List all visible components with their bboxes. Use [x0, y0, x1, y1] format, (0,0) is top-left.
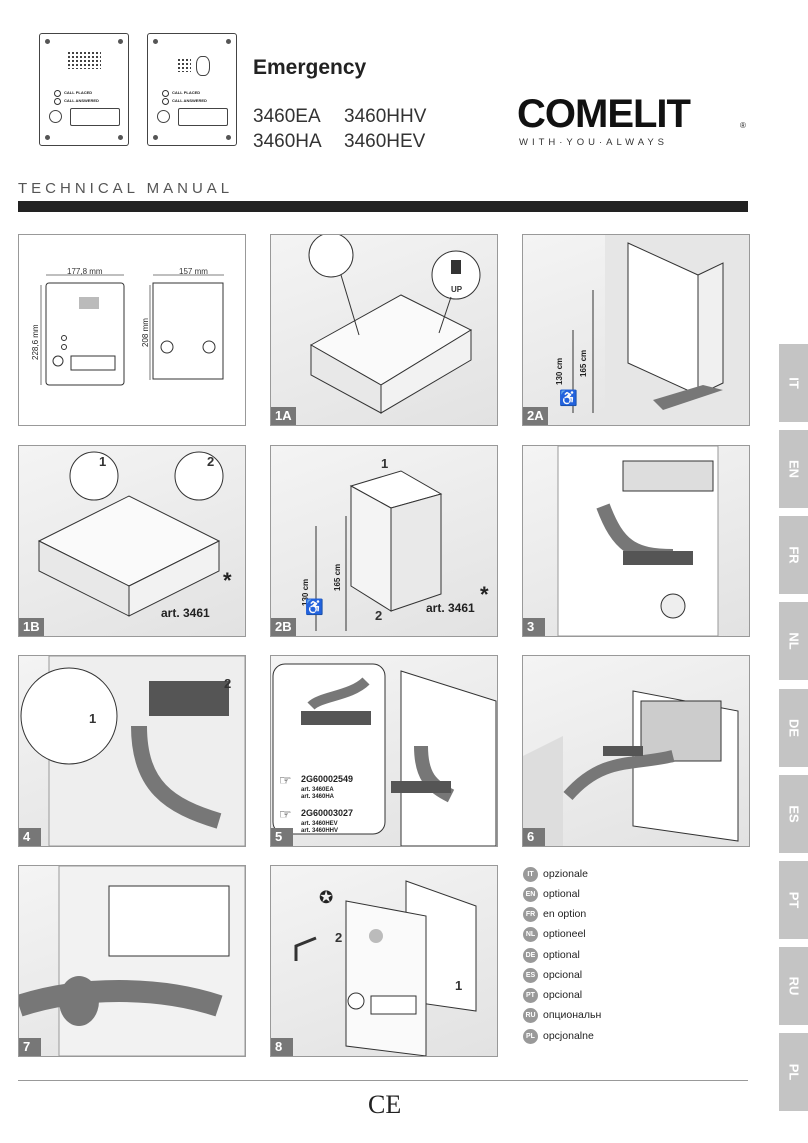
cable-fastening-drawing: [19, 866, 245, 1056]
language-tab-pl[interactable]: PL: [779, 1033, 808, 1111]
diagram-step-7: 7: [18, 865, 246, 1057]
name-label-window: [178, 108, 228, 126]
step-badge: 2A: [523, 407, 548, 425]
diagram-dimensions: 177,8 mm 157 mm 228,6 mm 208 mm: [18, 234, 246, 426]
panel-thumbnail-video: CALL PLACED CALL ANSWERED: [147, 33, 237, 146]
language-tab-de[interactable]: DE: [779, 689, 808, 767]
module-connection-drawing: [523, 690, 739, 846]
wall-installation-drawing: [572, 235, 749, 425]
accessory-art-label: art. 3461: [426, 601, 475, 615]
cable-part-code: 2G60003027: [301, 808, 354, 818]
step-badge: 4: [19, 828, 41, 846]
hand-pointer-icon: ☞: [279, 806, 292, 822]
language-tab-nl[interactable]: NL: [779, 602, 808, 680]
product-title: Emergency: [253, 56, 367, 79]
brand-logo: COMELIT: [517, 92, 691, 136]
language-tab-it[interactable]: IT: [779, 344, 808, 422]
call-button: [157, 110, 170, 123]
box-wall-mount-drawing: [315, 470, 443, 631]
dimension-drawing: [40, 274, 224, 386]
diagram-step-2b: 1 2 130 cm 165 cm ♿ * art. 3461 2B: [270, 445, 498, 637]
step-badge: 5: [271, 828, 293, 846]
brand-tagline: WITH·YOU·ALWAYS: [519, 137, 669, 148]
call-button: [49, 110, 62, 123]
camera-lens-icon: [196, 56, 210, 76]
step-badge: 3: [523, 618, 545, 636]
speaker-grille: [67, 51, 101, 69]
panel-thumbnail-audio: CALL PLACED CALL ANSWERED: [39, 33, 129, 146]
language-tab-ru[interactable]: RU: [779, 947, 808, 1025]
diagram-step-8: ✪ 2 1 8: [270, 865, 498, 1057]
language-tab-en[interactable]: EN: [779, 430, 808, 508]
language-tab-pt[interactable]: PT: [779, 861, 808, 939]
language-tab-fr[interactable]: FR: [779, 516, 808, 594]
step-badge: 1A: [271, 407, 296, 425]
cable-part-code: 2G60002549: [301, 774, 354, 784]
cable-selection-drawing: [272, 663, 497, 846]
ce-mark: CE: [368, 1090, 402, 1119]
name-label-window: [70, 108, 120, 126]
model-number: 3460EA: [253, 106, 321, 127]
diagram-step-6: 6: [522, 655, 750, 847]
step-badge: 1B: [19, 618, 44, 636]
manual-heading: TECHNICAL MANUAL: [18, 180, 234, 197]
step-badge: 7: [19, 1038, 41, 1056]
accessory-art-label: art. 3461: [161, 606, 210, 620]
model-number: 3460HHV: [344, 106, 427, 127]
step-badge: 2B: [271, 618, 296, 636]
step-badge: 6: [523, 828, 545, 846]
step-badge: 8: [271, 1038, 293, 1056]
hand-pointer-icon: ☞: [279, 772, 292, 788]
diagram-step-1a: UP 1A: [270, 234, 498, 426]
language-tab-es[interactable]: ES: [779, 775, 808, 853]
footer-rule: [18, 1080, 748, 1081]
wheelchair-icon: ♿: [305, 599, 324, 616]
front-panel-mounting-drawing: [294, 880, 477, 1056]
wheelchair-icon: ♿: [559, 390, 578, 407]
connector-release-drawing: [20, 656, 245, 846]
diagram-step-4: 1 2 4: [18, 655, 246, 847]
diagram-step-3: 3: [522, 445, 750, 637]
diagram-step-2a: 130 cm 165 cm ♿ 2A: [522, 234, 750, 426]
diagram-step-1b: 1 2 * art. 3461 1B: [18, 445, 246, 637]
registered-mark: ®: [740, 121, 746, 130]
box-knockout-drawing: [37, 451, 224, 617]
diagram-step-5: ☞ 2G60002549 art. 3460EA art. 3460HA ☞ 2…: [270, 655, 498, 847]
model-number: 3460HEV: [344, 131, 426, 152]
model-number: 3460HA: [253, 131, 322, 152]
header-bar: [18, 201, 748, 212]
optional-star-icon: ✪: [319, 888, 334, 907]
speaker-grille: [177, 58, 191, 72]
ribbon-cable-drawing: [557, 446, 719, 636]
box-knockout-drawing: [308, 235, 481, 414]
